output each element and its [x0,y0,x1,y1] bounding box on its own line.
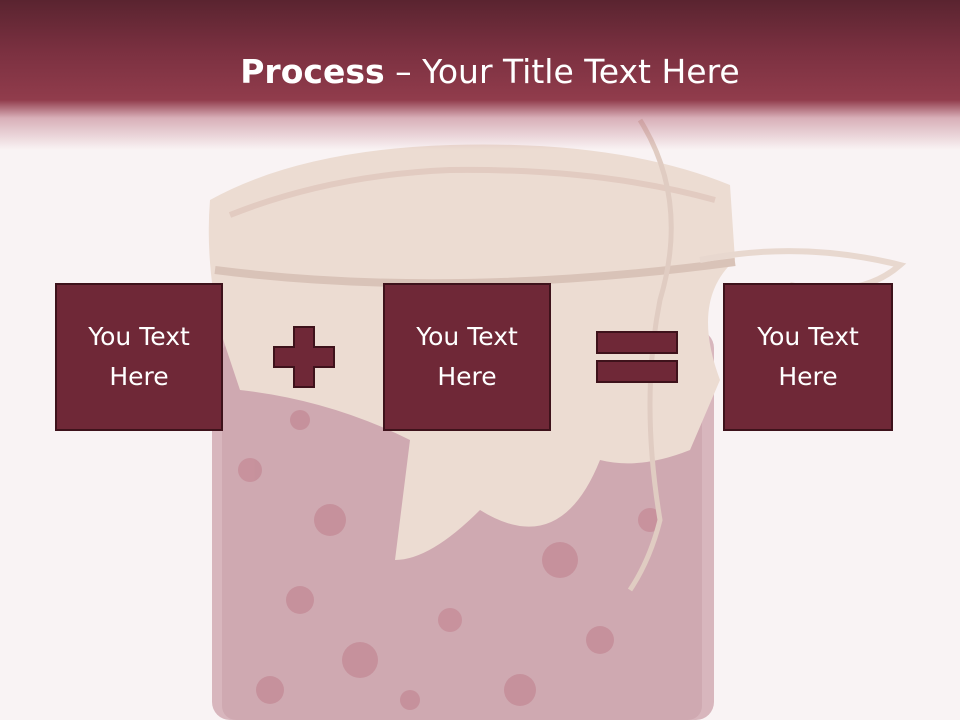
process-box-2: You Text Here [383,283,551,431]
process-box-3: You Text Here [723,283,893,431]
process-box-2-label: You Text Here [416,322,518,391]
title-rest-text: Your Title Text Here [422,52,740,91]
process-box-1: You Text Here [55,283,223,431]
slide-title: Process – Your Title Text Here [0,52,960,91]
equals-icon [596,331,678,383]
process-box-1-label: You Text Here [88,322,190,391]
title-bold-text: Process [240,52,385,91]
title-bar [0,0,960,150]
title-dash: – [384,52,423,91]
plus-icon [273,326,335,388]
process-box-3-label: You Text Here [757,322,859,391]
